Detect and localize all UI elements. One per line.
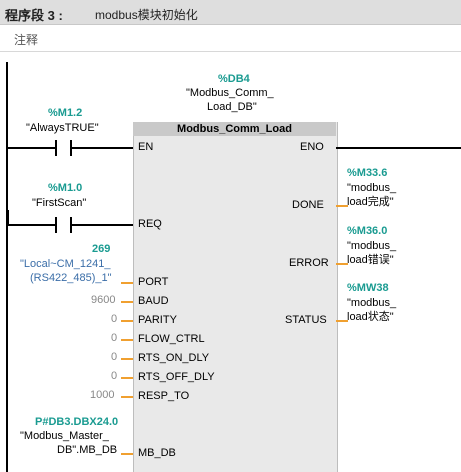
function-block[interactable]	[133, 122, 338, 472]
pin-flow-ctrl: FLOW_CTRL	[138, 333, 205, 345]
wire-eno	[336, 147, 461, 149]
function-block-header	[133, 122, 336, 136]
wire-done	[336, 205, 348, 207]
error-tag-1[interactable]: "modbus_	[347, 240, 397, 252]
pin-req: REQ	[138, 218, 162, 230]
instance-db-name-1[interactable]: "Modbus_Comm_	[186, 87, 274, 99]
wire-resp-to	[121, 396, 133, 398]
function-block-title[interactable]: Modbus_Comm_Load	[177, 123, 292, 135]
mb-db-address[interactable]: P#DB3.DBX24.0	[35, 416, 119, 428]
status-address[interactable]: %MW38	[347, 282, 389, 294]
status-tag-2[interactable]: load状态"	[347, 311, 394, 323]
pin-baud: BAUD	[138, 295, 169, 307]
contact-1-address[interactable]: %M1.2	[48, 107, 83, 119]
wire-en-left	[7, 147, 55, 149]
pin-error: ERROR	[289, 257, 329, 269]
rts-on-dly-value[interactable]: 0	[111, 351, 118, 363]
wire-flow-ctrl	[121, 339, 133, 341]
network-comment-bar[interactable]: 注释	[0, 25, 461, 52]
network-title: 程序段 3 :	[5, 8, 63, 23]
wire-parity	[121, 320, 133, 322]
pin-en: EN	[138, 141, 154, 153]
contact-2-left-bar[interactable]	[55, 217, 57, 233]
wire-en-right	[72, 147, 133, 149]
network-subtitle[interactable]: modbus模块初始化	[95, 8, 198, 22]
mb-db-tag-2[interactable]: DB".MB_DB	[57, 444, 118, 456]
parity-value[interactable]: 0	[111, 313, 118, 325]
wire-baud	[121, 301, 133, 303]
wire-req-left	[7, 224, 55, 226]
pin-parity: PARITY	[138, 314, 177, 326]
contact-2-name[interactable]: "FirstScan"	[32, 197, 87, 209]
mb-db-tag-1[interactable]: "Modbus_Master_	[20, 430, 109, 442]
done-address[interactable]: %M33.6	[347, 167, 388, 179]
network-title-bar[interactable]: 程序段 3 : modbus模块初始化	[0, 0, 461, 25]
contact-2-address[interactable]: %M1.0	[48, 182, 83, 194]
wire-status	[336, 320, 348, 322]
contact-2-right-bar[interactable]	[70, 217, 72, 233]
contact-1-right-bar[interactable]	[70, 140, 72, 156]
pin-eno: ENO	[300, 141, 324, 153]
pin-port: PORT	[138, 276, 169, 288]
done-tag-1[interactable]: "modbus_	[347, 182, 397, 194]
pin-rts-on-dly: RTS_ON_DLY	[138, 352, 210, 364]
port-tag-2[interactable]: (RS422_485)_1"	[30, 272, 112, 284]
instance-db-name-2[interactable]: Load_DB"	[207, 101, 257, 113]
contact-1-name[interactable]: "AlwaysTRUE"	[26, 122, 99, 134]
pin-resp-to: RESP_TO	[138, 390, 190, 402]
port-tag-1[interactable]: "Local~CM_1241_	[20, 258, 111, 270]
error-address[interactable]: %M36.0	[347, 225, 388, 237]
contact-1-left-bar[interactable]	[55, 140, 57, 156]
network-comment[interactable]: 注释	[14, 33, 39, 47]
baud-value[interactable]: 9600	[91, 294, 116, 306]
wire-req-branch	[7, 210, 9, 224]
rts-off-dly-value[interactable]: 0	[111, 370, 118, 382]
resp-to-value[interactable]: 1000	[90, 389, 115, 401]
pin-status: STATUS	[285, 314, 327, 326]
port-value[interactable]: 269	[92, 243, 111, 255]
error-tag-2[interactable]: load错误"	[347, 254, 394, 266]
wire-rts-off-dly	[121, 377, 133, 379]
wire-mb-db	[121, 453, 133, 455]
wire-error	[336, 263, 348, 265]
done-tag-2[interactable]: load完成"	[347, 196, 394, 208]
wire-port	[121, 282, 133, 284]
pin-rts-off-dly: RTS_OFF_DLY	[138, 371, 215, 383]
power-rail	[6, 62, 8, 472]
wire-rts-on-dly	[121, 358, 133, 360]
pin-done: DONE	[292, 199, 324, 211]
flow-ctrl-value[interactable]: 0	[111, 332, 118, 344]
pin-mb-db: MB_DB	[138, 447, 176, 459]
instance-db-address[interactable]: %DB4	[218, 73, 250, 85]
wire-req-right	[72, 224, 133, 226]
status-tag-1[interactable]: "modbus_	[347, 297, 397, 309]
